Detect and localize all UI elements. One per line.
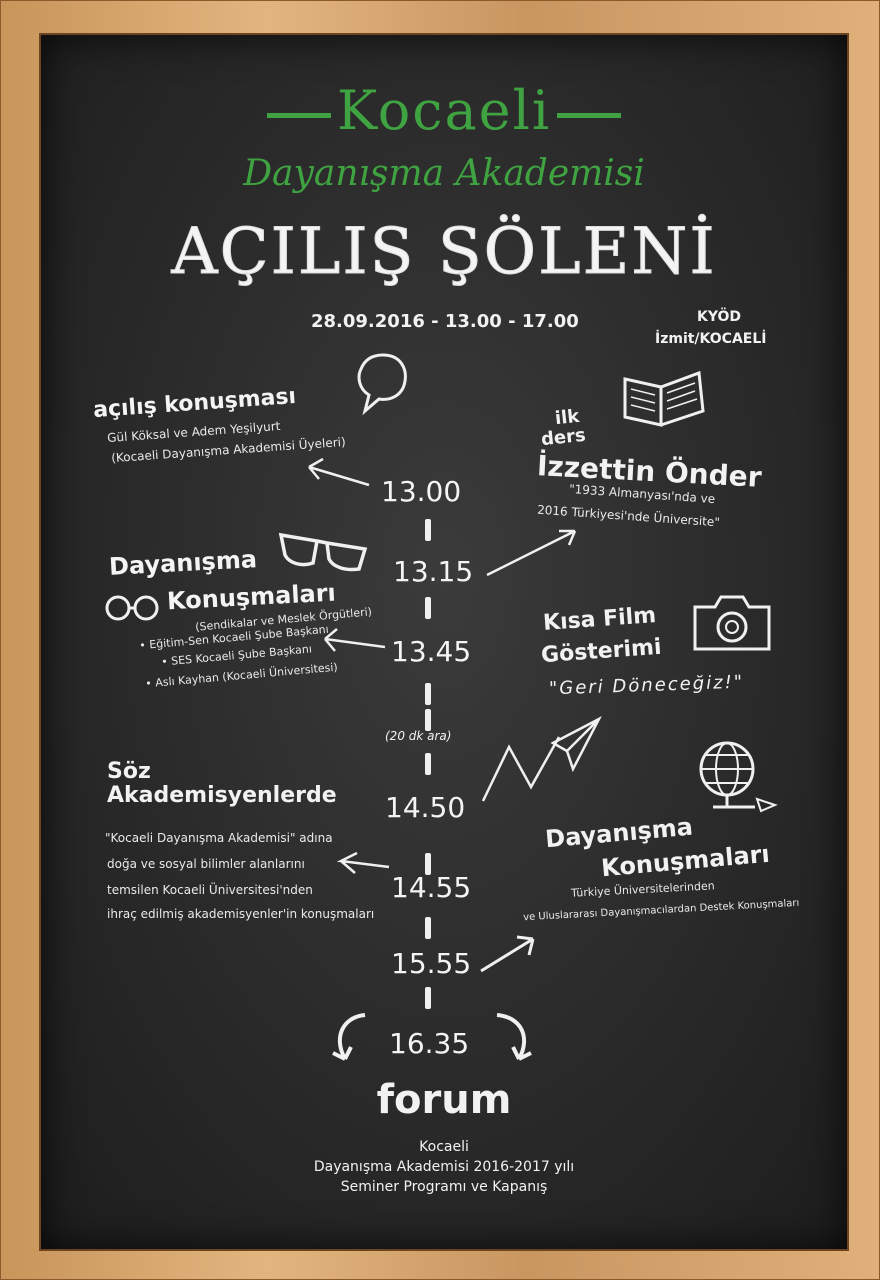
dayanisma2-line-2: ve Uluslararası Dayanışmacılardan Destek… [522, 897, 800, 924]
film-title: "Geri Döneceğiz!" [548, 671, 745, 700]
forum-line-2: Dayanışma Akademisi 2016-2017 yılı [313, 1159, 575, 1175]
title-rule-right [557, 112, 622, 118]
organizer-name: KYÖD [697, 309, 742, 325]
subtitle-akademi: Dayanışma Akademisi [243, 153, 645, 194]
timeline-dash [425, 853, 431, 875]
ders-label: ders [540, 424, 587, 451]
time-1555: 15.55 [391, 947, 472, 980]
soz-line-4: ihraç edilmiş akademisyenler'in konuşmal… [107, 907, 375, 921]
speech-bubble-icon [357, 353, 407, 416]
time-1345: 13.45 [391, 635, 472, 668]
chalkboard: Kocaeli Dayanışma Akademisi AÇILIŞ ŞÖLEN… [41, 35, 847, 1249]
arrow-to-soz [336, 851, 390, 874]
timeline-dash [425, 987, 431, 1009]
glasses-icon [278, 532, 368, 572]
globe-icon [699, 741, 778, 813]
open-book-icon [623, 370, 705, 427]
time-1315: 13.15 [393, 555, 474, 588]
title-kocaeli: Kocaeli [41, 79, 847, 142]
time-1450: 14.50 [385, 791, 466, 824]
title-kocaeli-text: Kocaeli [336, 79, 552, 142]
dayanisma1-heading-1: Dayanışma [108, 545, 258, 581]
arrow-to-acilis [308, 457, 370, 487]
soz-line-1: "Kocaeli Dayanışma Akademisi" adına [105, 831, 333, 845]
acilis-heading: açılış konuşması [92, 383, 297, 424]
paper-plane-icon [481, 716, 602, 802]
organizer-location: İzmit/KOCAELİ [655, 331, 767, 347]
soz-line-2: doğa ve sosyal bilimler alanlarını [107, 857, 305, 871]
timeline-dash [425, 519, 431, 541]
forum-heading: forum [376, 1077, 512, 1123]
time-1300: 13.00 [381, 475, 462, 508]
forum-line-3: Seminer Programı ve Kapanış [340, 1179, 548, 1195]
event-date-time: 28.09.2016 - 13.00 - 17.00 [311, 311, 579, 332]
timeline-dash [425, 683, 431, 705]
timeline-dash [425, 917, 431, 939]
timeline-dash [425, 597, 431, 619]
break-note: (20 dk ara) [385, 729, 452, 743]
curved-arrow-left-icon [332, 1013, 366, 1061]
soz-line-3: temsilen Kocaeli Üniversitesi'nden [107, 883, 313, 897]
arrow-to-ilk-ders [486, 529, 577, 577]
round-glasses-icon [105, 595, 159, 621]
forum-line-1: Kocaeli [419, 1139, 469, 1155]
curved-arrow-right-icon [496, 1013, 532, 1061]
title-rule-left [266, 112, 331, 118]
timeline-dash [425, 753, 431, 775]
camera-icon [693, 595, 771, 651]
dayanisma2-line-1: Türkiye Üniversitelerinden [570, 879, 715, 900]
arrow-to-dayanisma2 [480, 935, 535, 973]
time-1635: 16.35 [389, 1027, 470, 1060]
title-acilis-soleni: AÇILIŞ ŞÖLENİ [171, 215, 717, 290]
soz-heading-1: Söz [107, 759, 151, 784]
soz-heading-2: Akademisyenlerde [107, 783, 337, 808]
timeline-dash [425, 709, 431, 731]
film-heading-2: Gösterimi [540, 634, 663, 669]
film-heading-1: Kısa Film [542, 603, 657, 636]
arrow-to-dayanisma1 [324, 628, 386, 652]
time-1455: 14.55 [391, 871, 472, 904]
